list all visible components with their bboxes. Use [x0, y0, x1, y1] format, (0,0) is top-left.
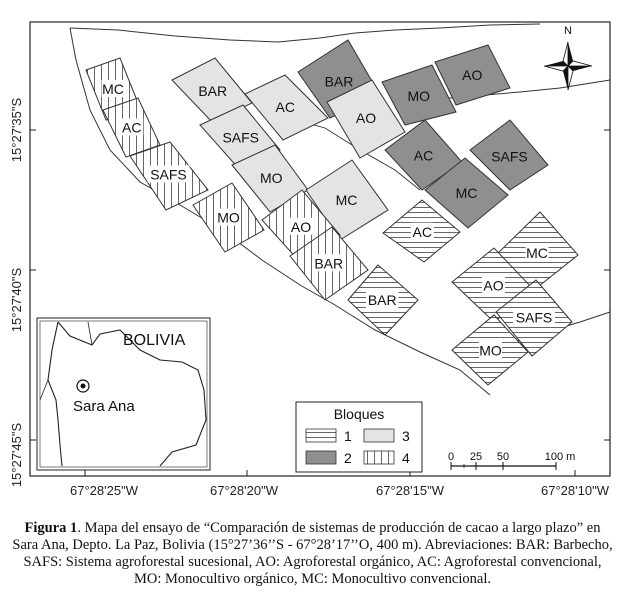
- plot-label: MC: [526, 245, 548, 261]
- plot-ac-block-3: AC: [244, 74, 329, 141]
- plot-label-bg: [289, 217, 313, 235]
- legend-swatch-3: [363, 428, 395, 443]
- plot-mc-block-2: MC: [424, 157, 509, 229]
- scale-label-50: 50: [497, 451, 509, 463]
- plot-label: AC: [413, 224, 432, 240]
- plot-ao-block-3: AO: [326, 79, 406, 159]
- plot-label: MO: [479, 343, 502, 359]
- plot-label: MO: [260, 170, 283, 186]
- plot-bar-block-1: BAR: [347, 264, 419, 336]
- plot-label-bg: [196, 81, 229, 99]
- plot-label: AC: [414, 148, 433, 164]
- scale-label-0: 0: [448, 451, 454, 463]
- lon-label-1: 67°28'25"W: [70, 483, 139, 498]
- inset-country-label: BOLIVIA: [123, 332, 186, 349]
- caption-text: . Mapa del ensayo de “Comparación de sis…: [12, 520, 613, 587]
- lat-label-2: 15°27'40"S: [9, 268, 24, 333]
- plot-label: SAFS: [222, 130, 259, 146]
- plot-label: MO: [217, 210, 240, 226]
- plot-label-bg: [273, 97, 297, 115]
- boundary-line-south: [69, 27, 491, 396]
- plot-label: AC: [122, 120, 141, 136]
- plot-label-bg: [412, 146, 435, 164]
- plot-label-bg: [407, 87, 431, 104]
- lat-label-1: 15°27'35"S: [9, 98, 24, 163]
- plot-label-bg: [513, 308, 555, 326]
- plot-label: MO: [407, 88, 430, 104]
- plot-label: AO: [462, 67, 482, 83]
- caption-fig-label: Figura 1: [24, 520, 78, 536]
- plot-label: AC: [276, 99, 295, 115]
- plot-safs-block-4: SAFS: [129, 141, 209, 211]
- inset-country-outline: [47, 321, 207, 467]
- plot-bar-block-4: BAR: [289, 226, 369, 301]
- legend: Bloques 1 3 2 4: [295, 401, 423, 473]
- lon-label-3: 67°28'15"W: [376, 483, 445, 498]
- inset-map: BOLIVIA Sara Ana: [36, 317, 211, 471]
- legend-swatch-4: [363, 450, 395, 465]
- plot-label: BAR: [198, 83, 227, 99]
- plot-label-bg: [147, 165, 190, 183]
- legend-swatch-1: [305, 428, 337, 443]
- plot-mo-block-4: MO: [192, 182, 265, 253]
- legend-label-3: 3: [402, 428, 410, 444]
- plot-label-bg: [217, 208, 240, 226]
- lon-label-2: 67°28'20"W: [210, 483, 279, 498]
- plot-label: AO: [356, 110, 376, 126]
- plot-label-bg: [460, 66, 484, 83]
- plot-label-bg: [259, 169, 283, 186]
- lon-label-4: 67°28'10"W: [541, 483, 610, 498]
- plot-label: SAFS: [150, 167, 187, 183]
- plot-ao-block-2: AO: [434, 44, 511, 106]
- plot-label-bg: [354, 109, 378, 126]
- plot-bar-block-3: BAR: [171, 57, 253, 123]
- figure-caption: Figura 1. Mapa del ensayo de “Comparació…: [10, 520, 615, 588]
- plot-label-bg: [479, 341, 502, 359]
- legend-label-2: 2: [344, 450, 352, 466]
- plot-label: MC: [102, 81, 124, 97]
- plot-label: MC: [456, 185, 478, 201]
- plot-label-bg: [312, 254, 345, 272]
- plot-ac-block-1: AC: [382, 199, 461, 263]
- scale-label-25: 25: [470, 451, 482, 463]
- north-label: N: [564, 25, 572, 37]
- plot-label: BAR: [325, 73, 354, 89]
- plot-safs-block-1: SAFS: [495, 279, 573, 357]
- inset-site-label: Sara Ana: [73, 398, 135, 415]
- plot-label-bg: [120, 118, 144, 136]
- plot-label-bg: [219, 128, 262, 146]
- legend-label-4: 4: [402, 450, 410, 466]
- plot-label: BAR: [314, 255, 343, 271]
- north-arrow-icon: [543, 41, 593, 91]
- plot-label-bg: [488, 147, 531, 165]
- legend-title: Bloques: [334, 406, 385, 422]
- plot-label: BAR: [368, 292, 397, 308]
- plot-label-bg: [101, 80, 125, 97]
- plot-mo-block-3: MO: [231, 144, 309, 213]
- plot-mo-block-1: MO: [451, 314, 529, 386]
- legend-label-1: 1: [344, 428, 352, 444]
- plot-label-bg: [335, 191, 358, 208]
- plot-label-bg: [410, 222, 434, 240]
- plot-label-bg: [482, 276, 505, 294]
- plot-label: SAFS: [491, 148, 528, 164]
- boundary-line-north: [69, 23, 541, 43]
- plot-label-bg: [525, 244, 549, 261]
- plot-label-bg: [366, 291, 399, 308]
- legend-swatch-2: [305, 450, 337, 465]
- plots-layer: MC AC SAFS BAR AC SAFS MO BAR AO MC MO AO BAR MO AO AC S…: [85, 39, 579, 386]
- plot-label-bg: [322, 72, 356, 90]
- plot-label-bg: [455, 183, 478, 201]
- plot-label: MC: [336, 192, 358, 208]
- plot-label: SAFS: [516, 310, 553, 326]
- scale-label-100: 100 m: [545, 451, 576, 463]
- plot-mc-block-1: MC: [495, 211, 579, 291]
- scale-bar: 0 25 50 100 m: [448, 451, 575, 470]
- lat-label-3: 15°27'45"S: [9, 423, 24, 488]
- plot-mo-block-2: MO: [381, 64, 457, 126]
- plot-label: AO: [291, 219, 311, 235]
- plot-label: AO: [483, 278, 503, 294]
- plot-safs-block-2: SAFS: [469, 119, 549, 191]
